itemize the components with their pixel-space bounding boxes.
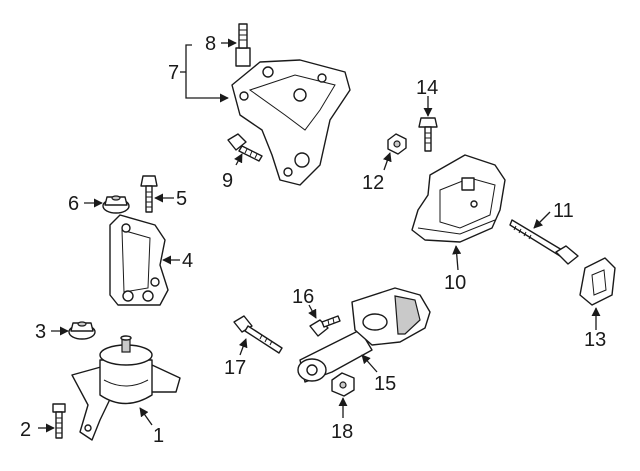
callout-3: 3 [35, 321, 46, 343]
part-4-bracket[interactable] [109, 214, 169, 306]
leader-17 [238, 338, 248, 356]
callout-labels: 1 2 3 4 5 6 7 8 9 10 11 12 13 14 15 16 1… [20, 33, 606, 447]
callout-7: 7 [168, 62, 179, 84]
callout-8: 8 [205, 33, 216, 55]
part-18-nut[interactable] [331, 372, 355, 397]
leader-12 [382, 152, 392, 171]
leader-9 [234, 153, 243, 166]
leader-16 [308, 304, 317, 319]
part-5-bolt[interactable] [140, 175, 158, 213]
callout-16: 16 [292, 286, 314, 308]
part-9-bolt[interactable] [227, 133, 263, 162]
part-14-bolt[interactable] [418, 117, 438, 152]
callout-1: 1 [153, 425, 164, 447]
leader-10 [452, 245, 462, 271]
callout-14: 14 [416, 77, 438, 99]
leader-1 [139, 407, 153, 426]
part-13-pad[interactable] [579, 257, 616, 306]
callout-5: 5 [176, 188, 187, 210]
callout-12: 12 [362, 172, 384, 194]
part-10-transmission-mount[interactable] [411, 154, 506, 243]
part-8-stud[interactable] [235, 23, 251, 67]
callout-6: 6 [68, 193, 79, 215]
part-1-engine-mount[interactable] [71, 335, 181, 441]
leader-11 [533, 211, 551, 229]
callout-4: 4 [182, 250, 193, 272]
part-15-torque-rod[interactable] [297, 287, 431, 383]
part-16-bolt[interactable] [309, 315, 341, 337]
part-17-bolt[interactable] [233, 315, 283, 354]
callout-18: 18 [331, 421, 353, 443]
part-6-nut[interactable] [102, 195, 130, 214]
leader-15 [361, 354, 378, 373]
leader-lines [38, 38, 601, 433]
part-12-nut[interactable] [387, 133, 407, 155]
callout-13: 13 [584, 329, 606, 351]
callout-11: 11 [553, 200, 574, 222]
callout-10: 10 [444, 272, 466, 294]
part-3-nut[interactable] [68, 321, 96, 340]
callout-15: 15 [374, 373, 396, 395]
part-7-upper-bracket[interactable] [231, 59, 351, 186]
callout-2: 2 [20, 419, 31, 441]
callout-17: 17 [224, 357, 246, 379]
part-11-long-bolt[interactable] [509, 219, 579, 265]
callout-9: 9 [222, 170, 233, 192]
part-2-bolt[interactable] [52, 403, 66, 439]
